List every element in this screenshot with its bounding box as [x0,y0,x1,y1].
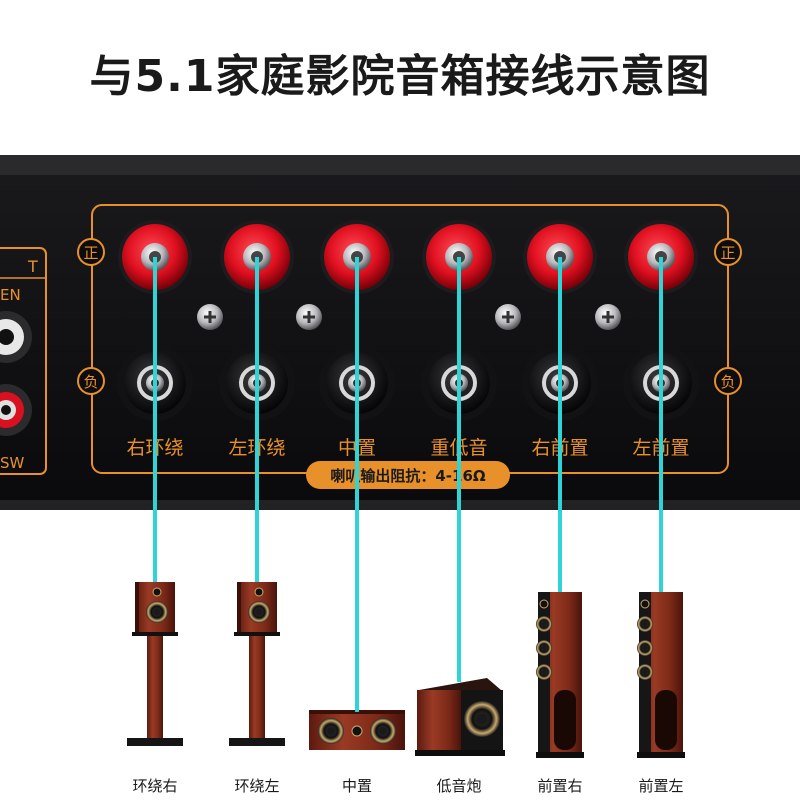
screw-3 [495,304,521,330]
speaker-subwoofer [415,678,505,756]
positive-marker-left: 正 [77,238,105,266]
screw-4 [595,304,621,330]
speaker-front-right [536,592,584,758]
negative-marker-left: 负 [77,367,105,395]
speaker-wires [153,257,663,712]
panel-top-edge [0,155,800,175]
left-edge-text-sw: SW [0,454,25,472]
speaker-label-front-right: 前置右 [537,777,582,795]
speaker-front-left [637,592,685,758]
screw-2 [296,304,322,330]
svg-text:正: 正 [720,244,735,262]
speaker-labels: 环绕右 环绕左 中置 低音炮 前置右 前置左 [132,777,683,795]
panel-bottom-edge [0,500,800,510]
page-title: 与5.1家庭影院音箱接线示意图 [89,51,711,102]
left-edge-text-t: T [27,257,38,276]
amplifier-rear-panel [0,155,800,510]
speaker-label-center: 中置 [342,777,372,795]
binding-posts [117,220,699,421]
impedance-badge: 喇叭输出阻抗：4-16Ω [306,461,510,489]
svg-text:负: 负 [83,373,98,391]
positive-marker-right: 正 [714,238,742,266]
speaker-surround-left [229,582,285,746]
left-edge-text-en: EN [0,286,21,304]
speaker-surround-right [127,582,183,746]
speaker-label-subwoofer: 低音炮 [436,777,481,795]
panel-screws [197,304,621,330]
speaker-center [309,710,405,750]
speaker-label-right-surround: 环绕右 [132,777,177,795]
screw-1 [197,304,223,330]
left-input-frame [0,247,47,475]
speaker-label-front-left: 前置左 [638,777,683,795]
svg-text:正: 正 [83,244,98,262]
speaker-label-left-surround: 环绕左 [234,777,279,795]
svg-text:负: 负 [720,373,735,391]
negative-marker-right: 负 [714,367,742,395]
speaker-set [127,582,685,758]
rca-jack-red [0,384,32,436]
impedance-label: 喇叭输出阻抗：4-16Ω [330,467,486,485]
rca-jack-white [0,311,32,363]
